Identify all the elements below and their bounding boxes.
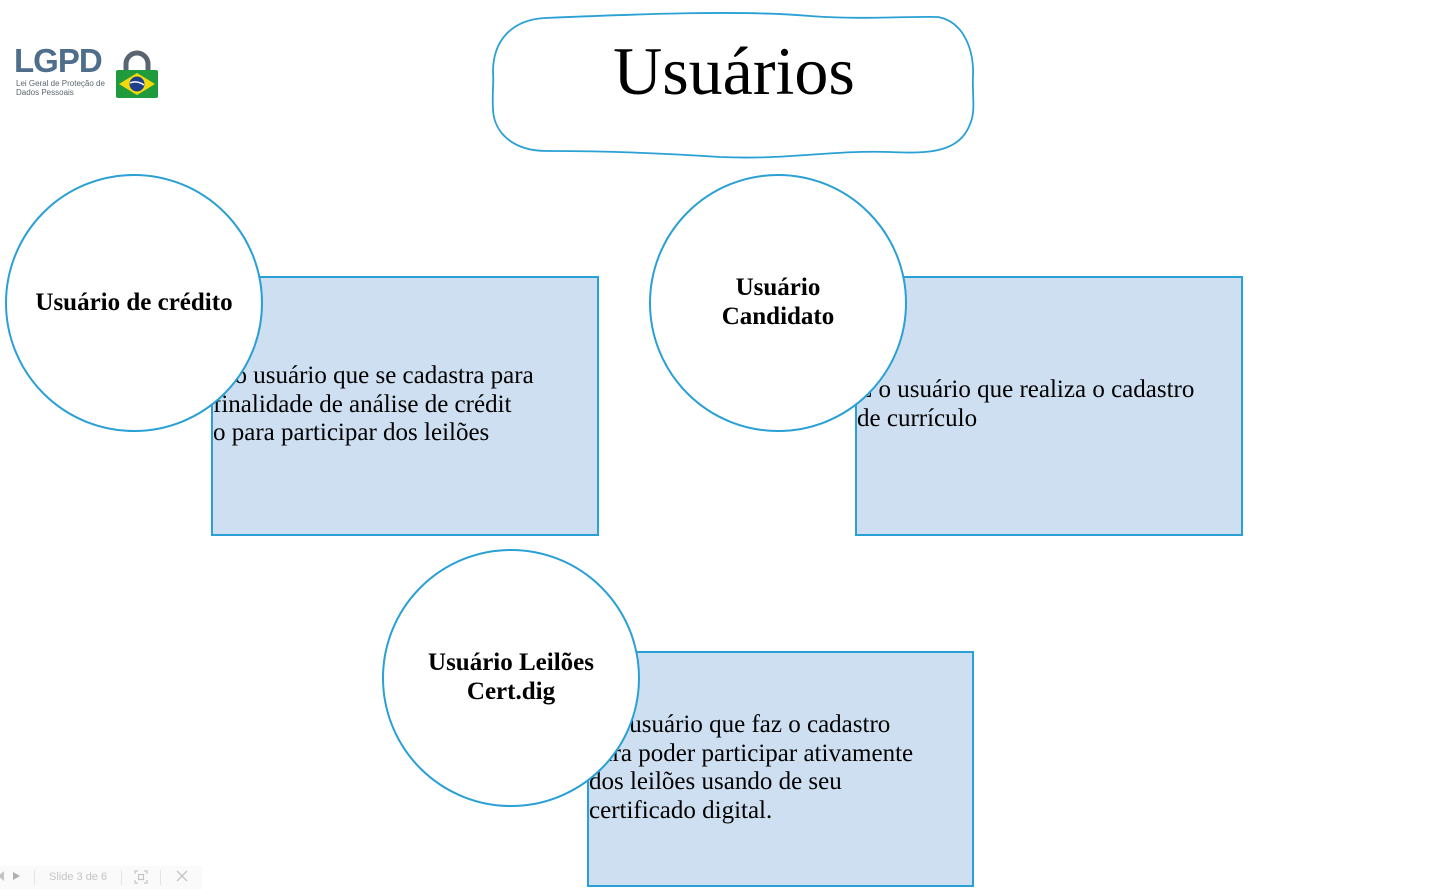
divider: [160, 870, 161, 885]
lgpd-logo: LGPD Lei Geral de Proteção de Dados Pess…: [12, 44, 162, 104]
slide-title: Usuários: [613, 33, 855, 109]
slideshow-nav-bar: Slide 3 de 6: [0, 866, 202, 889]
circle-usuario-credito: Usuário de crédito: [5, 174, 263, 432]
close-icon[interactable]: [176, 870, 188, 886]
description-line: de currículo: [857, 404, 978, 432]
description-line: É o usuário que realiza o cadastro: [857, 376, 1195, 403]
circle-label-candidato: Usuário Candidato: [721, 274, 835, 330]
divider: [34, 870, 35, 885]
circle-label-credito: Usuário de crédito: [35, 288, 233, 316]
description-line: dos leilões usando de seu: [589, 768, 842, 795]
circle-usuario-leiloes: Usuário Leilões Cert.dig: [382, 549, 640, 807]
circle-label-leiloes: Usuário Leilões Cert.dig: [428, 649, 594, 705]
description-line: finalidade de análise de crédit: [213, 390, 512, 418]
next-icon[interactable]: [12, 870, 21, 886]
description-box-credito: [211, 276, 599, 536]
logo-wordmark: LGPD: [14, 42, 103, 79]
slide-counter: Slide 3 de 6: [49, 871, 108, 883]
description-line: É o usuário que se cadastra para: [213, 362, 534, 389]
description-text-candidato: É o usuário que realiza o cadastro de cu…: [857, 376, 1194, 433]
description-box-candidato: [855, 276, 1243, 536]
description-line: certificado digital.: [589, 796, 773, 824]
description-line: É o usuário que faz o cadastro: [589, 711, 891, 738]
brazil-flag-lock-icon: [116, 50, 158, 98]
previous-icon[interactable]: [0, 870, 4, 886]
fit-to-window-icon[interactable]: [134, 870, 148, 888]
description-text-leiloes: É o usuário que faz o cadastro para pode…: [589, 711, 913, 825]
description-line: o para participar dos leilões: [213, 419, 490, 446]
logo-subtitle: Lei Geral de Proteção de Dados Pessoais: [16, 79, 105, 97]
description-box-leiloes: [587, 651, 974, 887]
divider: [121, 870, 122, 885]
circle-usuario-candidato: Usuário Candidato: [649, 174, 907, 432]
description-text-credito: É o usuário que se cadastra para finalid…: [213, 362, 534, 448]
description-line: para poder participar ativamente: [589, 739, 914, 767]
title-cloud-shape: [491, 12, 975, 159]
